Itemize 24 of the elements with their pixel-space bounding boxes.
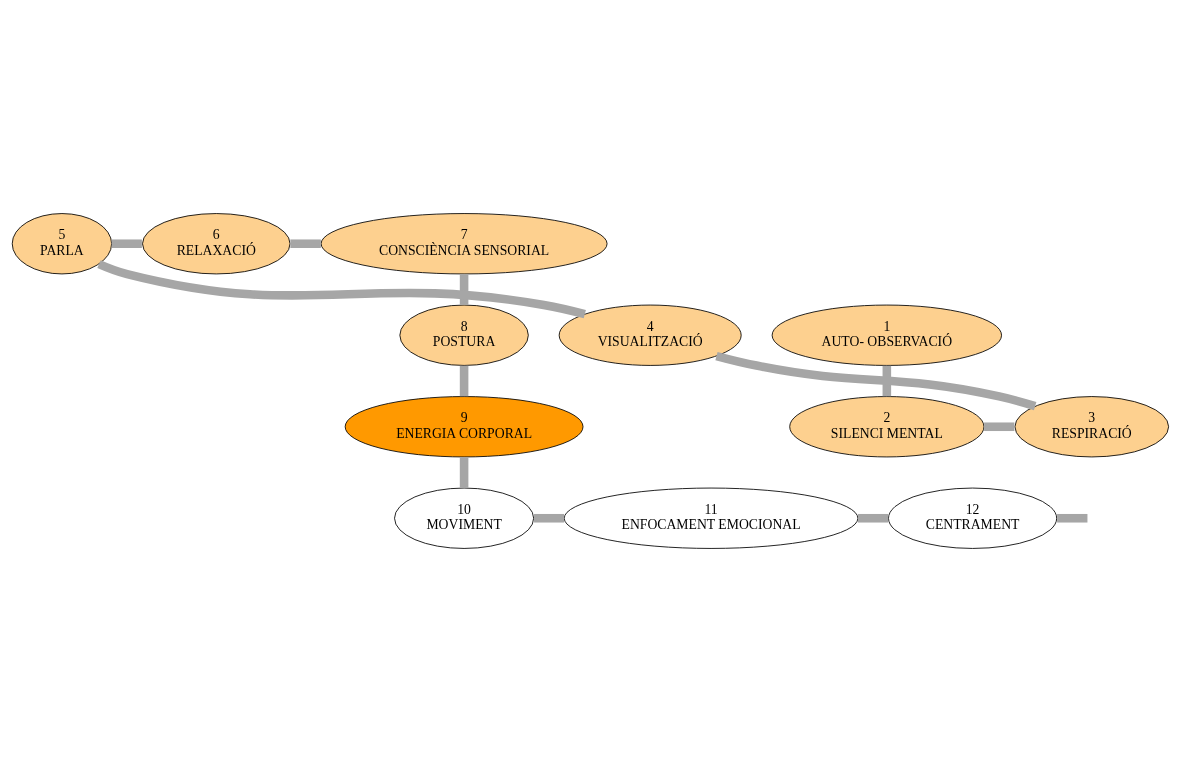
node-ellipse: 2 SILENCI MENTAL xyxy=(789,396,985,458)
connector xyxy=(290,239,321,249)
node-ellipse: 8 POSTURA xyxy=(399,304,529,366)
connector xyxy=(984,422,1015,432)
connector xyxy=(97,260,586,319)
connector xyxy=(715,351,1037,411)
connector xyxy=(459,274,469,305)
node-ellipse: 4 VISUALITZACIÓ xyxy=(558,304,742,366)
node-ellipse: 12 CENTRAMENT xyxy=(888,487,1058,549)
node-ellipse: 5 PARLA xyxy=(11,213,113,275)
connector xyxy=(459,457,469,488)
connector xyxy=(1057,513,1088,523)
node-ellipse: 9 ENERGIA CORPORAL xyxy=(344,396,584,458)
node-ellipse: 1 AUTO- OBSERVACIÓ xyxy=(771,304,1002,366)
connector xyxy=(111,239,142,249)
connector xyxy=(534,513,565,523)
node-ellipse: 10 MOVIMENT xyxy=(394,487,535,549)
node-ellipse: 7 CONSCIÈNCIA SENSORIAL xyxy=(320,213,608,275)
connector xyxy=(882,365,892,397)
node-ellipse: 3 RESPIRACIÓ xyxy=(1014,396,1170,458)
connector xyxy=(459,365,469,397)
node-ellipse: 11 ENFOCAMENT EMOCIONAL xyxy=(563,487,859,549)
node-ellipse: 6 RELAXACIÓ xyxy=(142,213,291,275)
connector xyxy=(857,513,889,523)
